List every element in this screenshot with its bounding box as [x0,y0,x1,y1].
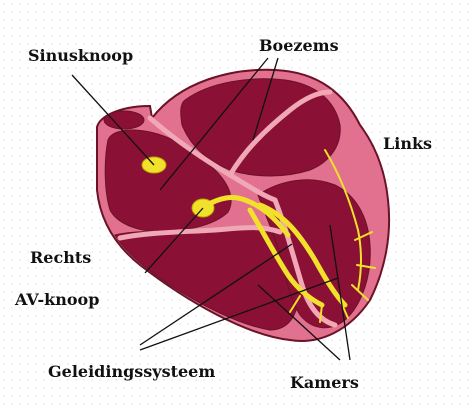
vessel-opening [104,111,144,129]
label-geleidingssysteem: Geleidingssysteem [48,364,215,380]
label-links: Links [383,136,432,152]
label-sinusknoop: Sinusknoop [28,48,133,64]
label-kamers: Kamers [290,375,359,391]
label-rechts: Rechts [30,250,91,266]
label-boezems: Boezems [259,38,339,54]
label-av-knoop: AV-knoop [15,292,99,308]
